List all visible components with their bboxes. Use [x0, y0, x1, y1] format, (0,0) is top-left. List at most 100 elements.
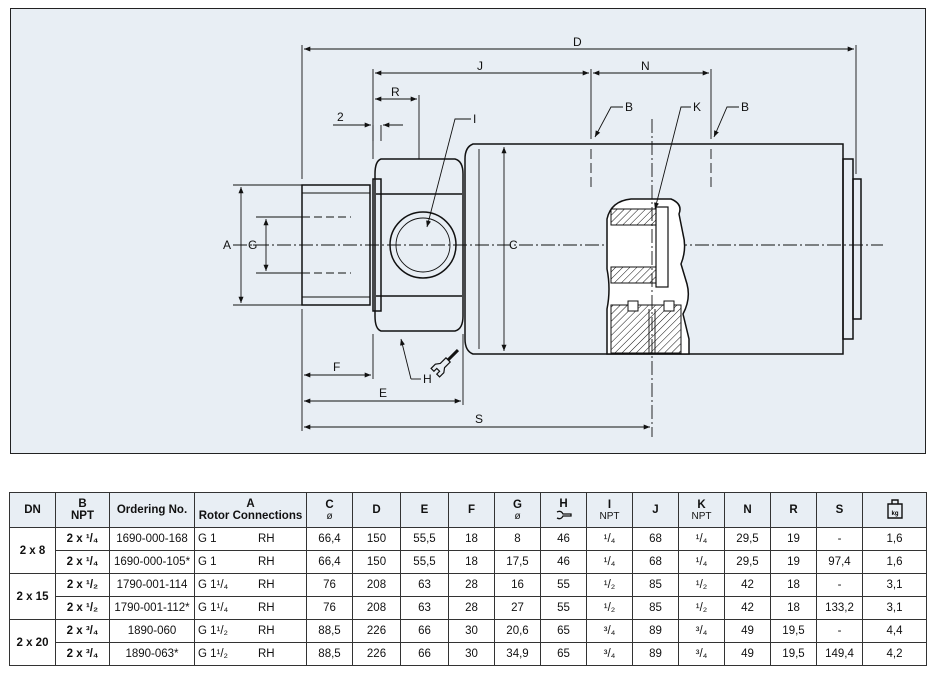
cell-i: ¹/₂: [586, 596, 633, 620]
cell-i: ³/₄: [586, 619, 633, 643]
header-dn: DN: [9, 492, 56, 528]
label-A: A: [223, 238, 231, 252]
cell-g: 34,9: [494, 642, 541, 666]
header-j: J: [632, 492, 679, 528]
wrench-icon: [556, 510, 572, 519]
label-K: K: [693, 100, 701, 114]
cell-b: 2 x ¹/₄: [55, 550, 110, 574]
cell-d: 150: [352, 550, 401, 574]
cell-j: 68: [632, 527, 679, 551]
label-F: F: [333, 360, 340, 374]
header-s: S: [816, 492, 863, 528]
label-B-left: B: [625, 100, 633, 114]
cell-j: 89: [632, 642, 679, 666]
cell-h: 46: [540, 527, 587, 551]
cell-b: 2 x ¹/₂: [55, 573, 110, 597]
cell-i: ¹/₄: [586, 550, 633, 574]
label-H: H: [423, 372, 432, 386]
cell-c: 66,4: [306, 550, 353, 574]
cell-kg: 3,1: [862, 596, 927, 620]
cell-r: 19: [770, 527, 817, 551]
cell-f: 18: [448, 550, 495, 574]
cell-s: -: [816, 527, 863, 551]
rotary-union-drawing: D J N R 2 I K B B A G C F H E S: [223, 35, 883, 437]
label-G: G: [248, 238, 257, 252]
header-weight: kg: [862, 492, 927, 528]
cell-f: 28: [448, 596, 495, 620]
cell-k: ¹/₄: [678, 550, 725, 574]
cell-rotor-connection: G 1¹/₄ RH: [194, 573, 307, 597]
header-h: H: [540, 492, 587, 528]
cell-h: 65: [540, 642, 587, 666]
cell-g: 27: [494, 596, 541, 620]
cell-a-value: G 1¹/₂: [198, 648, 229, 660]
cell-b: 2 x ¹/₂: [55, 596, 110, 620]
cell-a-rh: RH: [258, 579, 275, 591]
cell-e: 63: [400, 573, 449, 597]
cell-b: 2 x ³/₄: [55, 642, 110, 666]
cell-i: ¹/₂: [586, 573, 633, 597]
cell-c: 88,5: [306, 642, 353, 666]
cell-f: 30: [448, 619, 495, 643]
cell-c: 88,5: [306, 619, 353, 643]
cell-s: 97,4: [816, 550, 863, 574]
cell-f: 28: [448, 573, 495, 597]
cell-r: 19,5: [770, 619, 817, 643]
cell-a-value: G 1¹/₄: [198, 602, 229, 614]
cell-c: 76: [306, 573, 353, 597]
cell-h: 55: [540, 573, 587, 597]
cell-e: 55,5: [400, 527, 449, 551]
svg-text:kg: kg: [891, 511, 898, 517]
cell-b: 2 x ¹/₄: [55, 527, 110, 551]
cell-dn: 2 x 20: [9, 619, 56, 666]
cell-d: 208: [352, 573, 401, 597]
cell-a-rh: RH: [258, 602, 275, 614]
cell-kg: 1,6: [862, 550, 927, 574]
cell-s: 133,2: [816, 596, 863, 620]
cell-dn: 2 x 15: [9, 573, 56, 620]
wrench-icon: [430, 348, 460, 378]
cell-kg: 4,2: [862, 642, 927, 666]
cell-f: 30: [448, 642, 495, 666]
cell-r: 19: [770, 550, 817, 574]
header-d: D: [352, 492, 401, 528]
cell-c: 76: [306, 596, 353, 620]
weight-icon: kg: [886, 498, 903, 519]
cell-a-rh: RH: [258, 648, 275, 660]
label-B-right: B: [741, 100, 749, 114]
label-E: E: [379, 386, 387, 400]
cell-n: 49: [724, 619, 771, 643]
cell-j: 68: [632, 550, 679, 574]
cell-ordering: 1890-060: [109, 619, 195, 643]
cell-g: 17,5: [494, 550, 541, 574]
cell-c: 66,4: [306, 527, 353, 551]
header-e: E: [400, 492, 449, 528]
cell-a-value: G 1¹/₄: [198, 579, 229, 591]
label-2: 2: [337, 110, 344, 124]
cell-a-rh: RH: [258, 556, 275, 568]
cell-k: ¹/₂: [678, 596, 725, 620]
cell-kg: 1,6: [862, 527, 927, 551]
cell-n: 29,5: [724, 550, 771, 574]
cell-h: 65: [540, 619, 587, 643]
cell-j: 85: [632, 596, 679, 620]
technical-drawing-panel: D J N R 2 I K B B A G C F H E S: [10, 8, 926, 454]
cell-kg: 3,1: [862, 573, 927, 597]
cell-d: 150: [352, 527, 401, 551]
cell-b: 2 x ³/₄: [55, 619, 110, 643]
cell-rotor-connection: G 1¹/₄ RH: [194, 596, 307, 620]
cell-d: 226: [352, 642, 401, 666]
cell-n: 42: [724, 596, 771, 620]
label-R: R: [391, 85, 400, 99]
cell-s: -: [816, 619, 863, 643]
